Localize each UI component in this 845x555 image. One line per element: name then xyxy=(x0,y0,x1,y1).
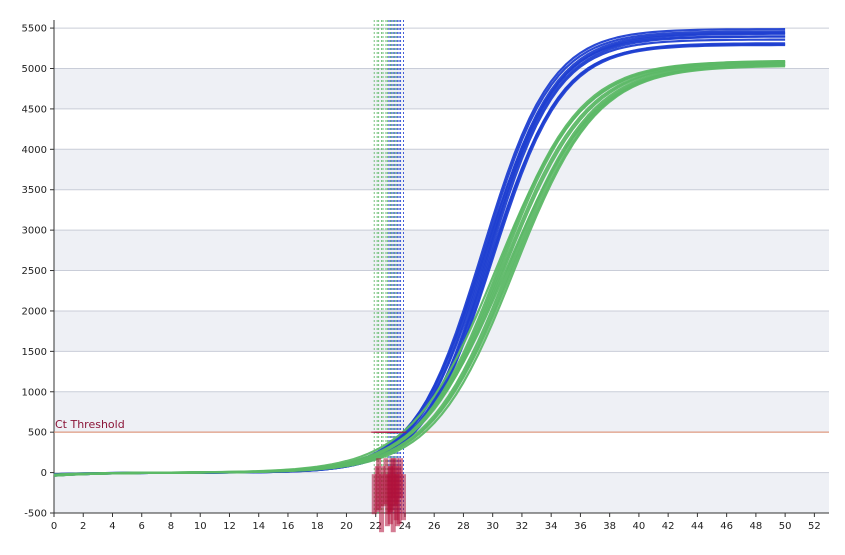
y-tick-label: 3000 xyxy=(22,226,47,237)
x-tick-label: 52 xyxy=(808,521,821,532)
x-tick-label: 22 xyxy=(369,521,382,532)
x-tick-label: 8 xyxy=(168,521,174,532)
x-tick-label: 10 xyxy=(194,521,207,532)
x-tick-label: 36 xyxy=(574,521,587,532)
grid-band xyxy=(54,68,829,109)
x-tick-label: 40 xyxy=(633,521,646,532)
x-tick-label: 48 xyxy=(750,521,763,532)
x-tick-label: 46 xyxy=(720,521,733,532)
x-tick-label: 44 xyxy=(691,521,704,532)
grid-band xyxy=(54,230,829,271)
x-tick-label: 50 xyxy=(779,521,792,532)
ct-label-block xyxy=(380,466,386,507)
x-tick-label: 18 xyxy=(311,521,324,532)
ct-label-block xyxy=(400,474,406,521)
threshold-label: Ct Threshold xyxy=(55,418,125,431)
ct-label-block xyxy=(376,458,382,511)
x-tick-label: 0 xyxy=(51,521,57,532)
y-tick-label: 500 xyxy=(28,428,47,439)
x-tick-label: 34 xyxy=(545,521,558,532)
x-tick-label: 32 xyxy=(516,521,529,532)
x-tick-label: 14 xyxy=(252,521,265,532)
y-tick-label: 2000 xyxy=(22,306,47,317)
y-tick-label: 4000 xyxy=(22,145,47,156)
x-tick-label: 2 xyxy=(80,521,86,532)
x-tick-label: 24 xyxy=(399,521,412,532)
x-tick-label: 12 xyxy=(223,521,236,532)
y-tick-label: 5000 xyxy=(22,64,47,75)
ct-label-block xyxy=(371,474,377,515)
ct-label-block xyxy=(384,474,390,527)
x-tick-label: 4 xyxy=(109,521,115,532)
x-tick-label: 26 xyxy=(428,521,441,532)
ct-label-block xyxy=(390,458,396,499)
x-tick-label: 20 xyxy=(340,521,353,532)
x-tick-label: 30 xyxy=(486,521,499,532)
ct-label-block xyxy=(387,466,393,525)
grid-band xyxy=(54,472,829,513)
x-tick-label: 42 xyxy=(662,521,675,532)
y-tick-label: -500 xyxy=(24,509,47,520)
x-tick-label: 16 xyxy=(282,521,295,532)
y-tick-label: 2500 xyxy=(22,266,47,277)
y-tick-label: 1000 xyxy=(22,387,47,398)
x-tick-label: 6 xyxy=(139,521,145,532)
green-amplification-curve xyxy=(53,60,786,476)
grid-band xyxy=(54,149,829,190)
y-tick-label: 0 xyxy=(41,468,47,479)
y-tick-label: 5500 xyxy=(22,24,47,35)
y-tick-label: 3500 xyxy=(22,185,47,196)
x-tick-label: 38 xyxy=(603,521,616,532)
y-tick-label: 1500 xyxy=(22,347,47,358)
ct-label-block xyxy=(393,474,399,521)
grid-band xyxy=(54,310,829,352)
ct-label-block xyxy=(398,458,404,499)
y-tick-label: 4500 xyxy=(22,104,47,115)
x-tick-label: 28 xyxy=(457,521,470,532)
